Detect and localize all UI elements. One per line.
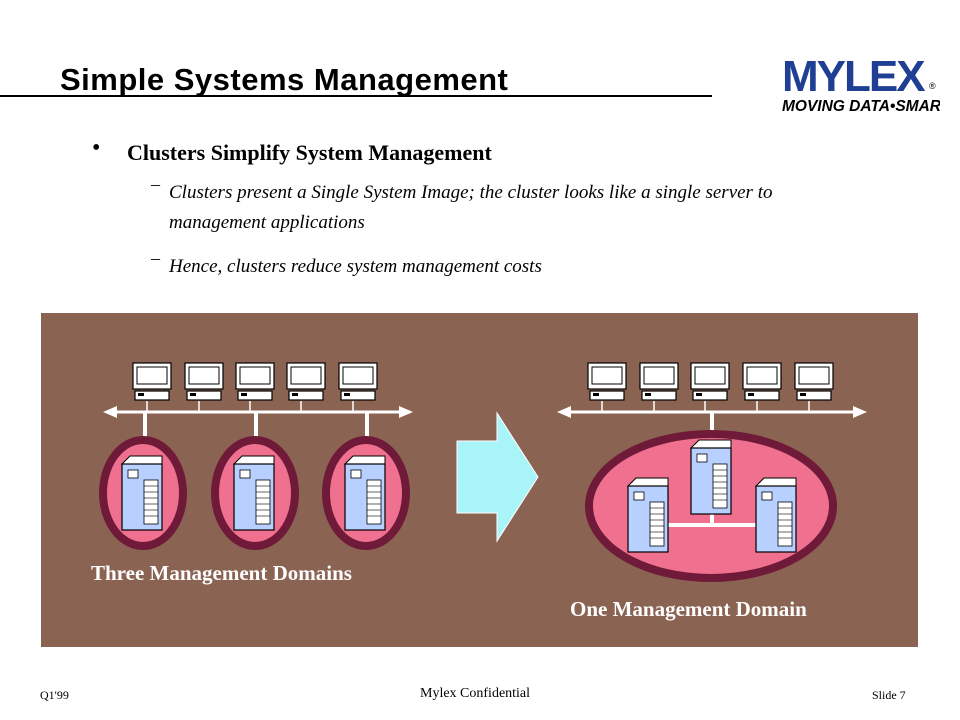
server-icon — [690, 439, 732, 515]
main-bullet: Clusters Simplify System Management — [127, 140, 492, 165]
right-workstations — [587, 362, 834, 412]
workstation-icon — [639, 362, 679, 401]
footer-date: Q1'99 — [40, 688, 69, 702]
logo-wordmark: MYLEX — [782, 54, 925, 101]
sub-bullet-dash-1: – — [151, 174, 160, 194]
workstation-icon — [235, 362, 275, 401]
title-underline — [0, 95, 712, 97]
left-caption: Three Management Domains — [91, 561, 352, 585]
left-domains — [99, 436, 410, 550]
footer-confidential: Mylex Confidential — [420, 686, 531, 701]
server-icon — [121, 455, 163, 531]
server-icon — [233, 455, 275, 531]
workstation-icon — [742, 362, 782, 401]
diagram-canvas — [99, 362, 867, 582]
mylex-logo: MYLEX ® MOVING DATA•SMARTER — [782, 54, 940, 115]
left-network-bus — [103, 406, 413, 437]
workstation-icon — [690, 362, 730, 401]
bullet-marker: • — [92, 135, 101, 161]
right-network-bus — [557, 406, 867, 437]
workstation-icon — [338, 362, 378, 401]
server-icon — [344, 455, 386, 531]
footer-slide-number: Slide 7 — [872, 688, 906, 702]
right-caption: One Management Domain — [570, 597, 807, 621]
logo-tagline: MOVING DATA•SMARTER — [782, 98, 940, 115]
cluster-diagram: Three Management Domains One Management … — [41, 313, 918, 647]
logo-registered: ® — [929, 81, 936, 91]
right-domain — [585, 430, 837, 582]
sub-bullet-2: Hence, clusters reduce system management… — [169, 256, 542, 277]
workstation-icon — [286, 362, 326, 401]
workstation-icon — [132, 362, 172, 401]
server-icon — [627, 477, 669, 553]
server-icon — [755, 477, 797, 553]
workstation-icon — [184, 362, 224, 401]
workstation-icon — [794, 362, 834, 401]
transition-arrow-icon — [456, 411, 539, 543]
left-workstations — [132, 362, 378, 412]
sub-bullet-1: Clusters present a Single System Image; … — [169, 182, 773, 233]
workstation-icon — [587, 362, 627, 401]
sub-bullet-dash-2: – — [151, 248, 160, 268]
slide-title: Simple Systems Management — [60, 62, 509, 97]
